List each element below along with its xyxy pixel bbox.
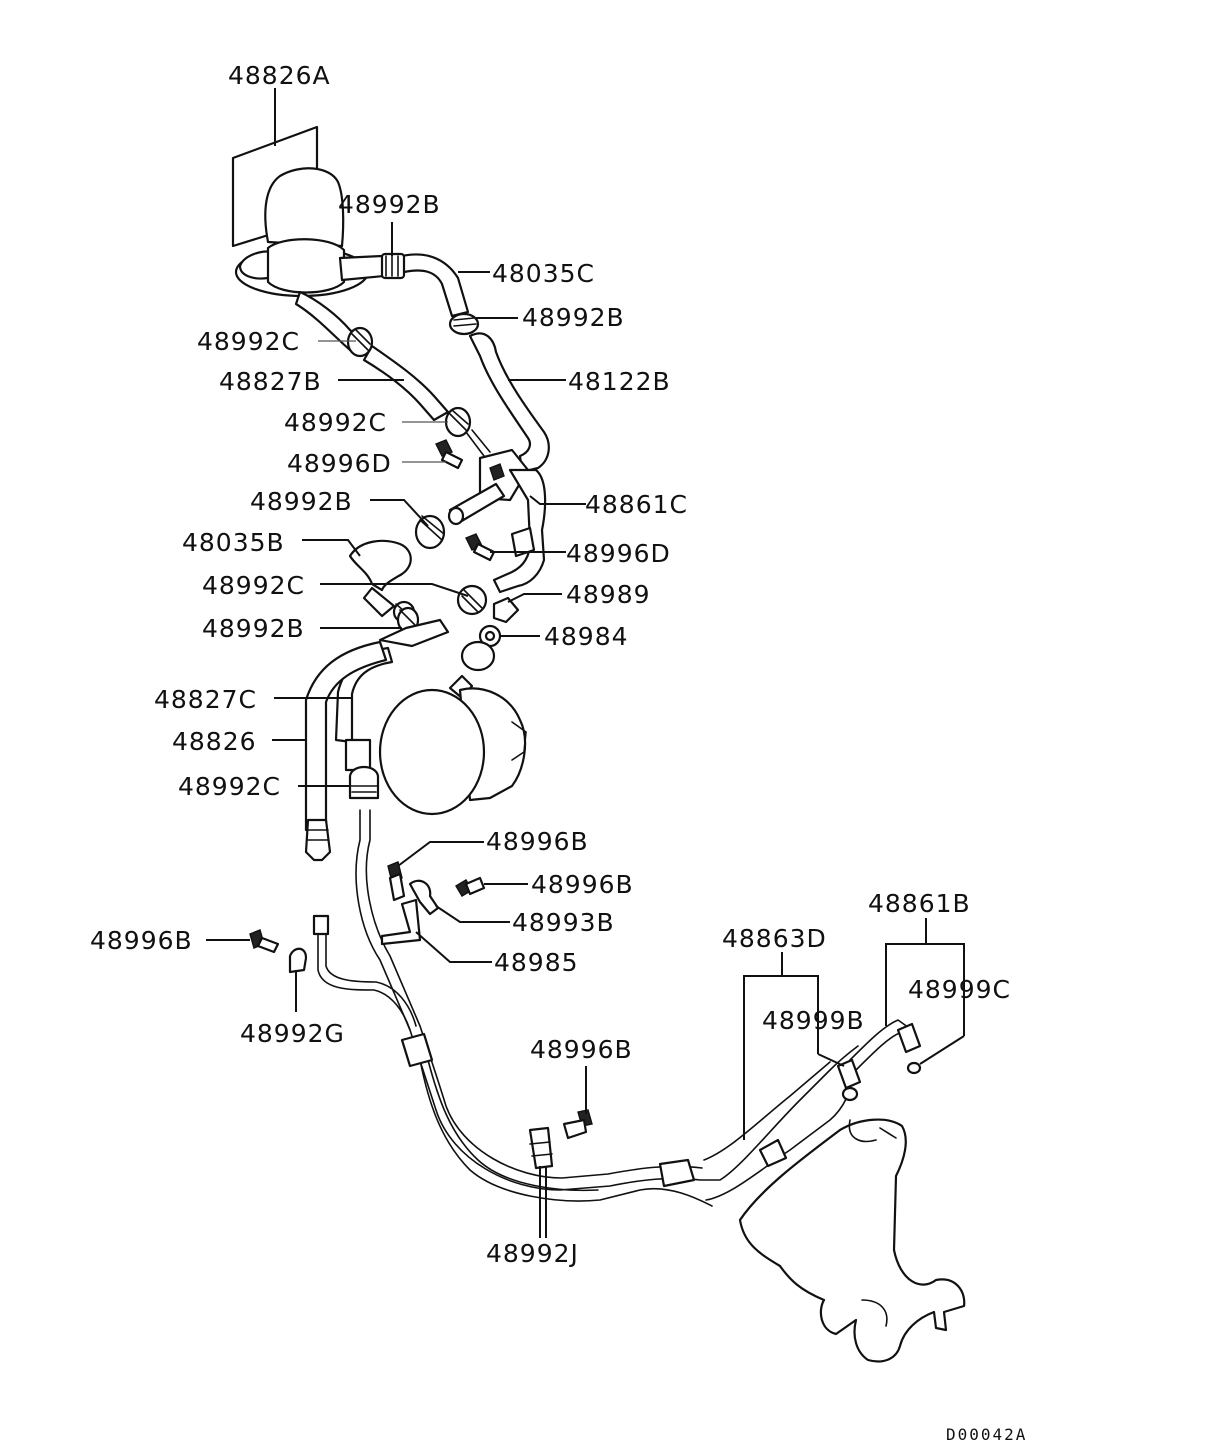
label-48861C: 48861C	[585, 490, 688, 519]
label-48992J: 48992J	[486, 1239, 579, 1268]
label-48992G: 48992G	[240, 1019, 345, 1048]
label-48996B-2: 48996B	[531, 870, 634, 899]
label-48827B: 48827B	[219, 367, 322, 396]
label-48996D-2: 48996D	[566, 539, 671, 568]
label-48992B-middle: 48992B	[250, 487, 353, 516]
label-48993B: 48993B	[512, 908, 615, 937]
union-nut-48989	[492, 596, 520, 624]
hose-48826	[304, 640, 388, 862]
bolt-48996D-lower	[465, 533, 496, 562]
label-48996D-1: 48996D	[287, 449, 392, 478]
label-48861B: 48861B	[868, 889, 971, 918]
label-48826A: 48826A	[228, 61, 331, 90]
label-48989: 48989	[566, 580, 651, 609]
bolt-48996B-3	[249, 929, 280, 954]
pressure-tube-48122B	[448, 312, 550, 474]
label-48999C: 48999C	[908, 975, 1011, 1004]
leader-lines	[206, 88, 965, 1238]
label-48996B-1: 48996B	[486, 827, 589, 856]
label-48826: 48826	[172, 727, 257, 756]
bolt-48996B-4	[562, 1109, 593, 1140]
label-48996B-4: 48996B	[530, 1035, 633, 1064]
label-48992C-2: 48992C	[284, 408, 387, 437]
clip-48993B	[408, 879, 440, 916]
reservoir-tank	[231, 125, 386, 298]
label-48992B-top: 48992B	[338, 190, 441, 219]
drawing-code: D00042A	[946, 1425, 1027, 1444]
fitting-block-48861C	[447, 448, 547, 594]
label-48035C: 48035C	[492, 259, 595, 288]
part-labels: 48826A 48992B 48035C 48992B 48992C 48827…	[90, 61, 1027, 1444]
clamp-48992C-3	[456, 584, 488, 616]
label-48122B: 48122B	[568, 367, 671, 396]
clamp-48992C-4	[348, 765, 380, 800]
clamp-48992B-middle	[414, 514, 446, 550]
steering-gear-box	[738, 1118, 966, 1363]
bolt-48996D-upper	[435, 439, 464, 470]
label-48985: 48985	[494, 948, 579, 977]
clip-48992J	[528, 1126, 554, 1170]
label-48992B-right: 48992B	[522, 303, 625, 332]
bracket-48985	[380, 898, 422, 946]
label-48999B: 48999B	[762, 1006, 865, 1035]
label-48992C-3: 48992C	[202, 571, 305, 600]
label-48984: 48984	[544, 622, 629, 651]
label-48992C-4: 48992C	[178, 772, 281, 801]
label-48992C-1: 48992C	[197, 327, 300, 356]
label-48996B-3: 48996B	[90, 926, 193, 955]
suction-hose-48035C	[380, 252, 470, 318]
return-hose-48827B	[294, 290, 491, 457]
clip-48992G	[288, 947, 308, 974]
label-48863D: 48863D	[722, 924, 827, 953]
label-48827C: 48827C	[154, 685, 257, 714]
bolt-48996B-1	[387, 861, 406, 902]
power-steering-pump	[378, 618, 527, 816]
pressure-line-set	[312, 809, 922, 1207]
label-48035B: 48035B	[182, 528, 285, 557]
bolt-48996B-2	[455, 876, 486, 897]
label-48992B-left: 48992B	[202, 614, 305, 643]
